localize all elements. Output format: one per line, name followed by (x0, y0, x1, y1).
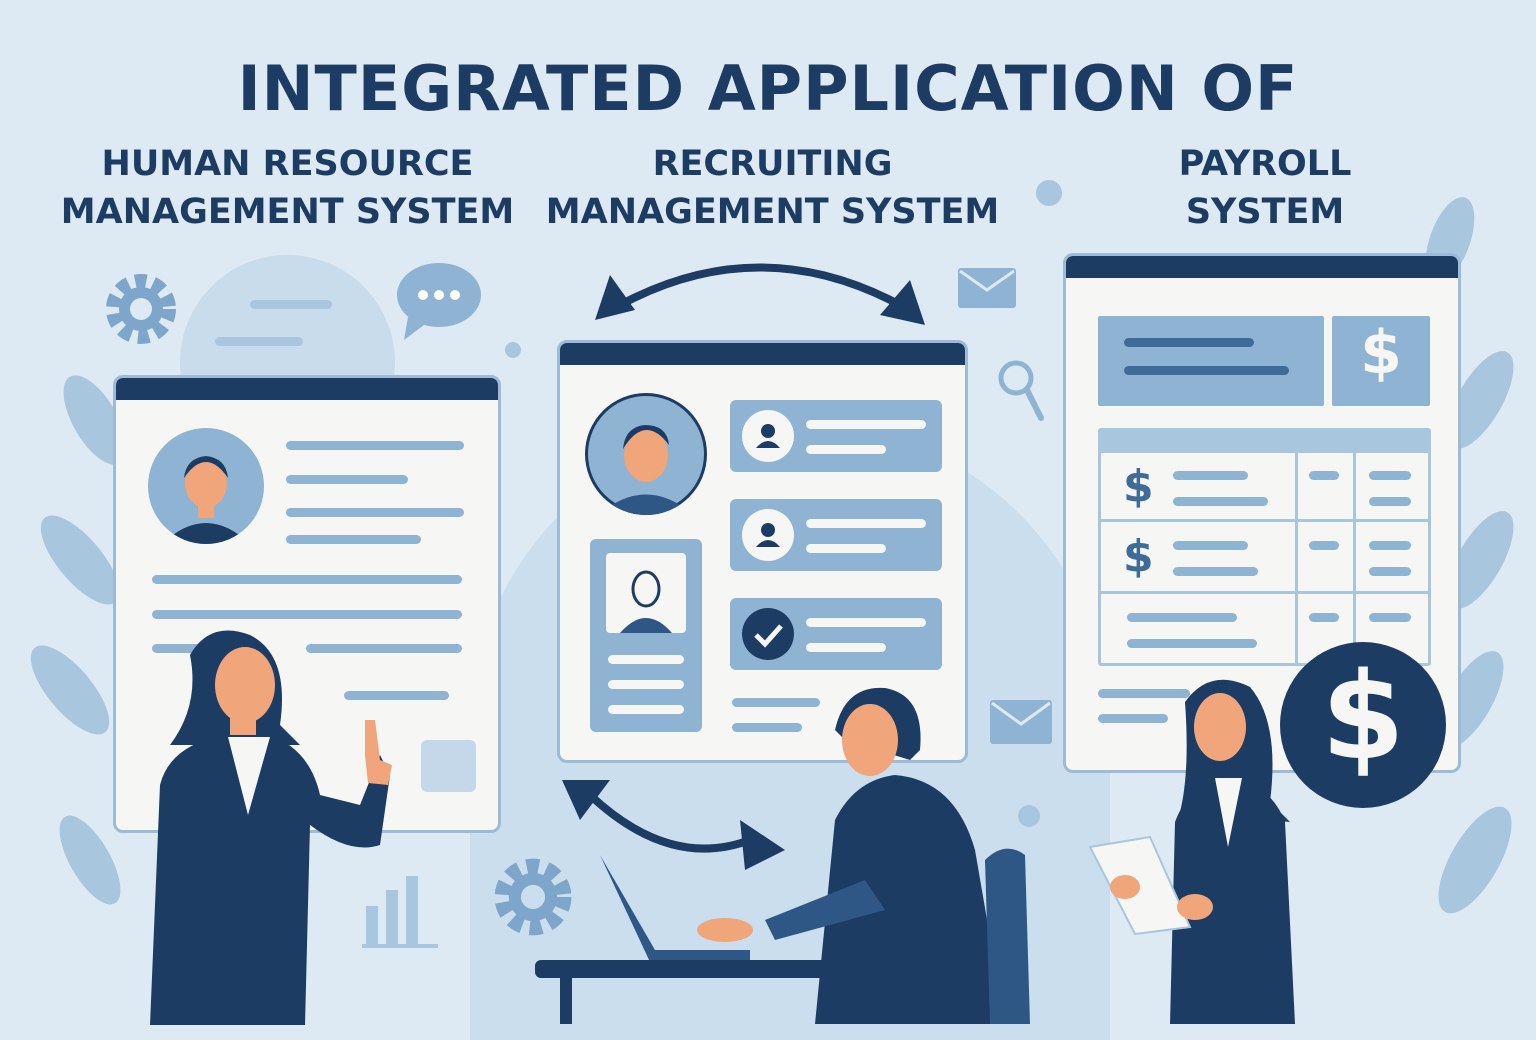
row-cell (1309, 613, 1339, 622)
card-line (806, 618, 926, 627)
row-cell (1369, 567, 1411, 576)
leaf-decoration (30, 375, 127, 905)
profile-line (286, 475, 408, 484)
page-title: INTEGRATED APPLICATION OF (237, 52, 1299, 125)
note-card (421, 740, 476, 792)
table-header (1101, 431, 1428, 453)
card-line (806, 643, 886, 652)
detail-line (344, 691, 449, 700)
summary-line (1124, 338, 1254, 347)
dollar-icon: $ (1123, 461, 1154, 512)
gear-icon (494, 858, 572, 936)
resume-line (608, 680, 684, 689)
gear-icon (106, 274, 176, 344)
payroll-summary (1098, 316, 1324, 406)
dollar-icon: $ (1123, 531, 1154, 582)
dot (1018, 805, 1040, 827)
user-icon (742, 509, 794, 561)
dollar-coin (1280, 642, 1446, 808)
profile-line (286, 441, 464, 450)
summary-line (1124, 366, 1289, 375)
payroll-window: $ $ $ (1063, 253, 1461, 773)
dollar-coin-symbol: $ (1321, 648, 1405, 787)
detail-line (306, 644, 462, 653)
detail-line (732, 723, 802, 732)
row-cell (1369, 497, 1411, 506)
row-cell (1369, 541, 1411, 550)
detail-line (152, 644, 207, 653)
profile-line (286, 508, 464, 517)
resume-line (608, 655, 684, 664)
hr-manager-woman (150, 630, 392, 1025)
card-line (806, 519, 926, 528)
row-cell (1369, 613, 1411, 622)
bar-chart-icon (362, 876, 438, 948)
footer-line (1098, 689, 1190, 698)
sync-arrow-bottom (562, 780, 785, 870)
dot (1036, 180, 1062, 206)
dot (505, 342, 521, 358)
sync-arrow-top (595, 263, 925, 325)
decor-line (250, 300, 332, 309)
checkmark-icon (742, 608, 794, 660)
card-line (806, 420, 926, 429)
employee-avatar (148, 428, 264, 544)
recruiter-man-laptop (535, 687, 1030, 1024)
magnifier-icon (998, 360, 1044, 421)
row-cell (1369, 471, 1411, 480)
detail-line (152, 610, 462, 619)
detail-line (152, 575, 462, 584)
decor-line (215, 337, 303, 346)
row-cell (1309, 541, 1339, 550)
user-icon (742, 410, 794, 462)
payroll-officer-woman (1088, 679, 1295, 1024)
chat-bubble-icon (397, 263, 481, 340)
window-title-bar (1066, 256, 1458, 278)
payroll-table: $ $ (1098, 428, 1431, 666)
row-line (1173, 497, 1268, 506)
card-line (806, 445, 886, 454)
dollar-icon: $ (1360, 318, 1402, 388)
row-line (1173, 471, 1248, 480)
window-title-bar (560, 343, 965, 365)
detail-line (732, 698, 820, 707)
profile-line (286, 535, 421, 544)
row-line (1127, 639, 1257, 648)
row-line (1173, 541, 1248, 550)
row-line (1173, 567, 1258, 576)
resume-line (608, 705, 684, 714)
row-cell (1309, 471, 1339, 480)
resume-photo (606, 553, 686, 633)
recruiting-window (557, 340, 968, 763)
footer-line (1098, 714, 1168, 723)
envelope-icon (990, 700, 1052, 744)
candidate-avatar (585, 393, 707, 515)
card-line (806, 544, 886, 553)
row-line (1127, 613, 1237, 622)
window-title-bar (116, 378, 498, 400)
envelope-icon (958, 268, 1016, 308)
payment-badge (1332, 316, 1430, 406)
